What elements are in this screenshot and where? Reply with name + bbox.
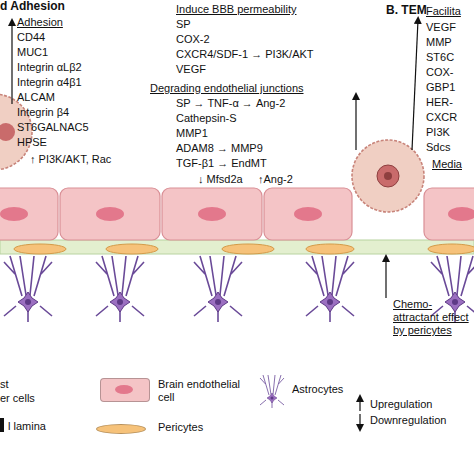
- tumor-cell: [352, 140, 424, 212]
- text-label: SP: [176, 18, 191, 31]
- legend-text: Pericytes: [158, 421, 203, 434]
- text-label: ↑ PI3K/AKT, Rac: [30, 153, 111, 166]
- text-label: er cells: [0, 392, 35, 405]
- text-label: Degrading endothelial junctions: [150, 82, 304, 95]
- cell-nucleus: [448, 207, 474, 221]
- text-label: Sdcs: [426, 141, 450, 154]
- pericyte: [428, 244, 474, 254]
- text-label: Integrin α4β1: [17, 76, 82, 89]
- text-label: Induce BBB permeability: [176, 3, 296, 16]
- text-label: MMP1: [176, 127, 208, 140]
- astrocyte: [194, 256, 242, 322]
- endothelial-cell: [0, 188, 58, 240]
- text-label: ↑Ang-2: [258, 173, 293, 186]
- tumor-nucleus: [0, 123, 15, 141]
- pericyte: [306, 244, 354, 254]
- cell-nucleus: [0, 207, 28, 221]
- text-label: Media: [432, 158, 462, 171]
- pericyte: [222, 244, 274, 254]
- text-label: CD44: [17, 31, 45, 44]
- pericyte: [106, 244, 158, 254]
- endothelial-cell: [264, 188, 352, 240]
- legend-text: Upregulation: [370, 398, 432, 411]
- signal-arrow: [11, 22, 12, 104]
- astrocyte-symbol: [260, 375, 284, 408]
- endothelial-cell: [424, 188, 474, 240]
- signal-arrow: [412, 20, 418, 150]
- signal-arrow: [355, 96, 356, 150]
- text-label: ↓ Mfsd2a: [198, 173, 243, 186]
- cell-nucleus: [96, 207, 124, 221]
- endothelial-cell: [162, 188, 262, 240]
- down-arrow-symbol: [359, 414, 360, 428]
- cell-nucleus: [294, 207, 322, 221]
- astrocyte: [306, 256, 354, 322]
- text-label: st: [0, 378, 9, 391]
- text-label: HPSE: [17, 136, 47, 149]
- text-label: Facilita: [426, 5, 461, 18]
- legend-swatch: [96, 424, 146, 434]
- text-label: ST6C: [426, 51, 454, 64]
- endothelial-cell: [60, 188, 160, 240]
- text-label: ALCAM: [17, 91, 55, 104]
- legend-text: Brain endothelial cell: [158, 378, 240, 404]
- tumor-nucleolus: [384, 172, 392, 180]
- text-label: PI3K: [426, 126, 450, 139]
- text-label: CXCR4/SDF-1 → PI3K/AKT: [176, 48, 314, 61]
- text-label: MUC1: [17, 46, 48, 59]
- text-label: Cathepsin-S: [176, 112, 237, 125]
- text-label: VEGF: [176, 63, 206, 76]
- text-label: GBP1: [426, 81, 455, 94]
- text-label: COX-: [426, 66, 454, 79]
- text-label: SP → TNF-α → Ang-2: [176, 97, 285, 110]
- text-label: ST6GALNAC5: [17, 121, 89, 134]
- legend-text: Astrocytes: [292, 383, 343, 396]
- astrocyte: [96, 256, 144, 322]
- text-label: COX-2: [176, 33, 210, 46]
- swatch-nucleus: [115, 385, 133, 394]
- text-label: Chemo-attractant effect by pericytes: [393, 298, 473, 337]
- cell-nucleus: [198, 207, 226, 221]
- text-label: B. TEM: [386, 4, 427, 17]
- up-arrow-symbol: [359, 398, 360, 411]
- text-label: TGF-β1 → EndMT: [176, 157, 267, 170]
- legend-text: Downregulation: [370, 414, 446, 427]
- text-label: Adhesion: [17, 16, 63, 29]
- legend-edge: [0, 418, 4, 432]
- tumor-nucleus: [377, 165, 399, 187]
- text-label: VEGF: [426, 21, 456, 34]
- text-label: HER-: [426, 96, 453, 109]
- text-label: MMP: [426, 36, 452, 49]
- pericyte: [14, 244, 66, 254]
- chemoattractant-arrow: [385, 258, 386, 298]
- astrocyte: [4, 256, 52, 322]
- text-label: l lamina: [8, 420, 46, 433]
- text-label: Integrin β4: [17, 106, 69, 119]
- basal-lamina: [0, 240, 474, 254]
- text-label: ADAM8 → MMP9: [176, 142, 263, 155]
- text-label: Integrin αLβ2: [17, 61, 82, 74]
- text-label: CXCR: [426, 111, 457, 124]
- text-label: d Adhesion: [0, 0, 65, 13]
